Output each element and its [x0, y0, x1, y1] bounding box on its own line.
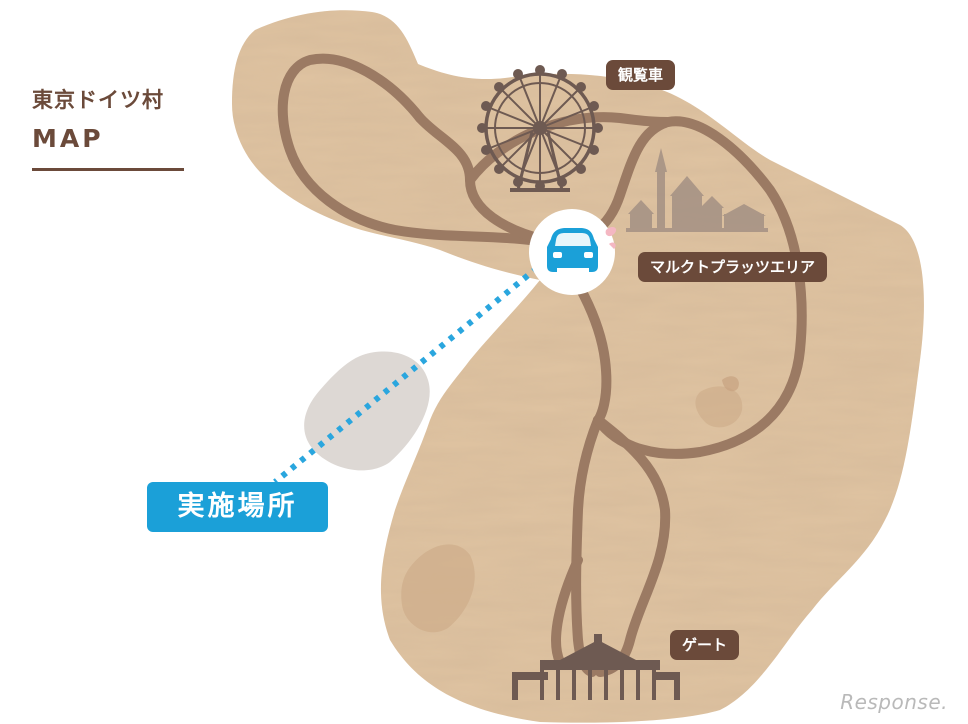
- car-icon: [547, 228, 598, 272]
- castle-icon: [626, 148, 768, 232]
- road-spine: [540, 235, 612, 677]
- land-patch: [401, 544, 475, 633]
- ferris-wheel-icon: [477, 65, 603, 192]
- road-upper-loop: [415, 113, 807, 459]
- car-marker[interactable]: [529, 209, 617, 295]
- venue-label[interactable]: 実施場所: [147, 482, 328, 532]
- venue-area[interactable]: [304, 351, 430, 471]
- park-land: [232, 10, 924, 723]
- land-texture: [232, 10, 924, 723]
- land-patch: [695, 386, 743, 428]
- response-watermark: Response.: [840, 690, 948, 714]
- map-subtitle: MAP: [32, 124, 104, 153]
- sparkle-decoration: [609, 242, 616, 249]
- map-title-block: 東京ドイツ村 MAP: [32, 84, 164, 153]
- road-left-loop: [277, 53, 535, 245]
- label-gate[interactable]: ゲート: [670, 630, 740, 660]
- label-ferris-wheel[interactable]: 観覧車: [606, 60, 676, 90]
- label-market-area[interactable]: マルクトプラッツエリア: [638, 252, 828, 282]
- map-title: 東京ドイツ村: [32, 88, 164, 112]
- gate-building-icon: [512, 634, 680, 700]
- land-patch: [722, 376, 739, 392]
- road-inner: [551, 555, 583, 667]
- title-divider: [32, 168, 184, 171]
- venue-pointer-line: [273, 265, 539, 485]
- sparkle-decoration: [605, 227, 617, 237]
